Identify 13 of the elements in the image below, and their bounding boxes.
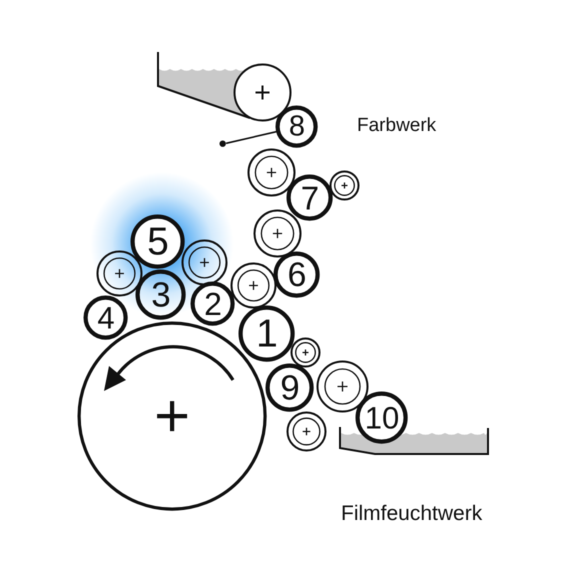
roller-number: 9 <box>280 370 300 406</box>
roller-number: 1 <box>256 314 278 354</box>
roller-number: 4 <box>97 302 115 334</box>
roller-number: 6 <box>288 258 306 292</box>
roller-number: 5 <box>147 222 169 262</box>
arm-line <box>226 130 277 144</box>
roller-number: 7 <box>300 181 320 214</box>
roller-number: 3 <box>151 277 171 312</box>
section-label: Filmfeuchtwerk <box>341 502 482 526</box>
section-label: Farbwerk <box>357 115 436 137</box>
roller-number: 10 <box>364 402 400 434</box>
roller-number: 8 <box>288 112 306 142</box>
roller-number: 2 <box>204 288 222 320</box>
